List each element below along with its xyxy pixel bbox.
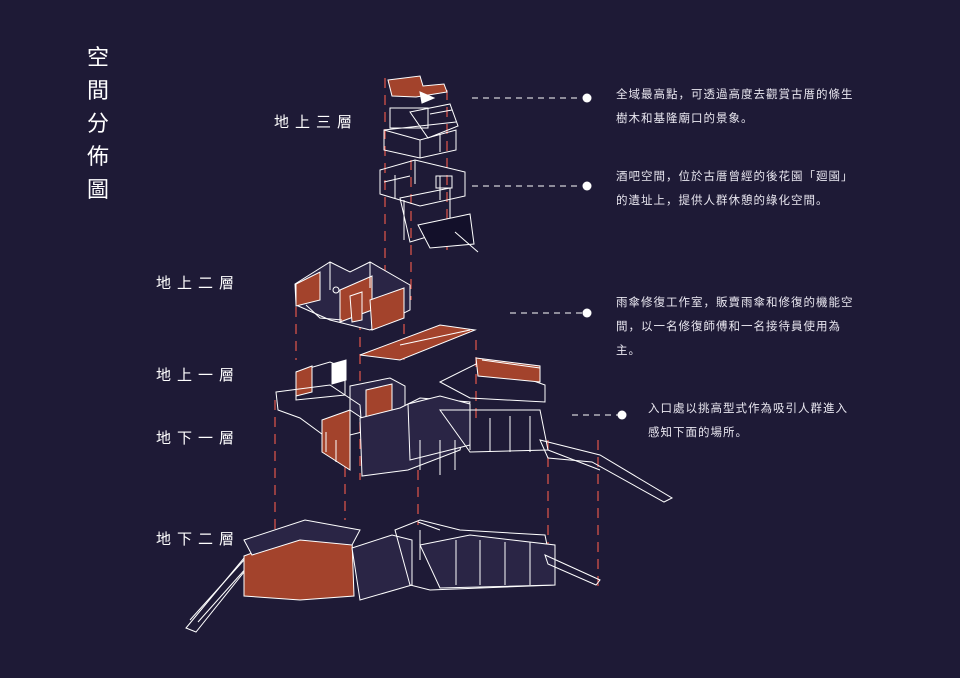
leader-dot bbox=[617, 410, 627, 420]
floor-label-1f: 地上一層 bbox=[156, 366, 241, 384]
leader-dot bbox=[582, 93, 592, 103]
level-b1 bbox=[275, 384, 674, 503]
level-3-rooftop bbox=[383, 75, 459, 159]
leader-lines bbox=[472, 97, 618, 416]
floor-label-2f: 地上二層 bbox=[156, 274, 241, 292]
floor-label-b2: 地下二層 bbox=[156, 530, 241, 548]
leader-dots bbox=[582, 93, 627, 420]
leader-dot bbox=[582, 181, 592, 191]
page-title: 空間分佈圖 bbox=[86, 46, 109, 203]
level-2-workshop bbox=[294, 261, 477, 361]
leader-dot bbox=[582, 308, 592, 318]
annotation-workshop: 雨傘修復工作室，販賣雨傘和修復的機能空間，以一名修復師傅和一名接待員使用為主。 bbox=[616, 295, 854, 357]
floor-label-3f: 地上三層 bbox=[274, 113, 359, 131]
level-b2 bbox=[185, 519, 601, 633]
level-bar bbox=[379, 159, 479, 253]
annotation-entrance: 入口處以挑高型式作為吸引人群進入感知下面的場所。 bbox=[648, 401, 848, 439]
annotation-rooftop: 全域最高點，可透過高度去觀賞古厝的條生樹木和基隆廟口的景象。 bbox=[616, 87, 854, 125]
floor-label-b1: 地下一層 bbox=[156, 429, 241, 447]
vertical-guide-lines bbox=[274, 78, 599, 590]
annotation-bar: 酒吧空間，位於古厝曾經的後花園「廻園」的遺址上，提供人群休憩的綠化空間。 bbox=[616, 169, 854, 207]
